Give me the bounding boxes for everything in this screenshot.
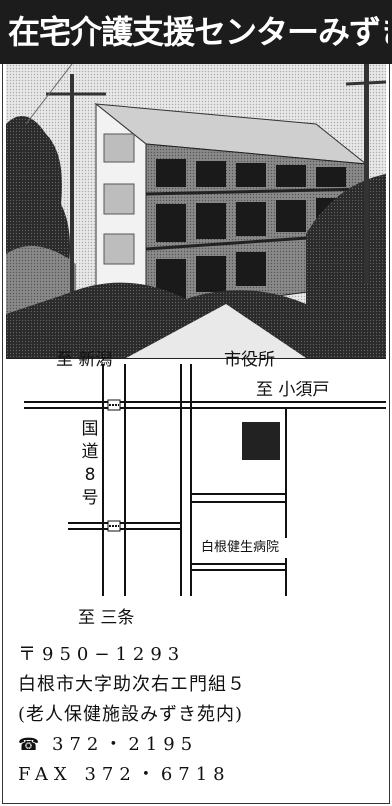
label-city-hall: 市役所 [224,350,275,370]
page-title: 在宅介護支援センターみずき苑 [8,13,388,51]
phone-row: ☎ 372・2195 [18,730,384,760]
access-map: 至 新潟 市役所 至 小須戸 国道8号 白根健生病院 至 三条 [6,350,386,636]
label-hospital: 白根健生病院 [193,538,287,558]
building-photo [6,64,386,359]
street-address: 白根市大字助次右エ門組５ [18,674,246,695]
label-to-niigata: 至 新潟 [56,350,113,370]
building-illustration [6,64,386,358]
facility-marker [242,422,280,460]
fax-number: FAX 372・6718 [18,764,231,785]
telephone-icon: ☎ [18,735,46,755]
map-roads [24,364,386,596]
postal-code: 〒950−1293 [18,644,186,665]
contact-info: 〒950−1293 白根市大字助次右エ門組５ (老人保健施設みずき苑内) ☎ 37… [18,640,384,790]
header-banner: 在宅介護支援センターみずき苑 [0,0,392,64]
facility-note: (老人保健施設みずき苑内) [18,704,244,725]
label-to-kosudo: 至 小須戸 [256,380,330,400]
phone-number: 372・2195 [52,734,199,755]
label-to-sanjo: 至 三条 [78,608,135,628]
label-route8: 国道8号 [81,419,99,508]
